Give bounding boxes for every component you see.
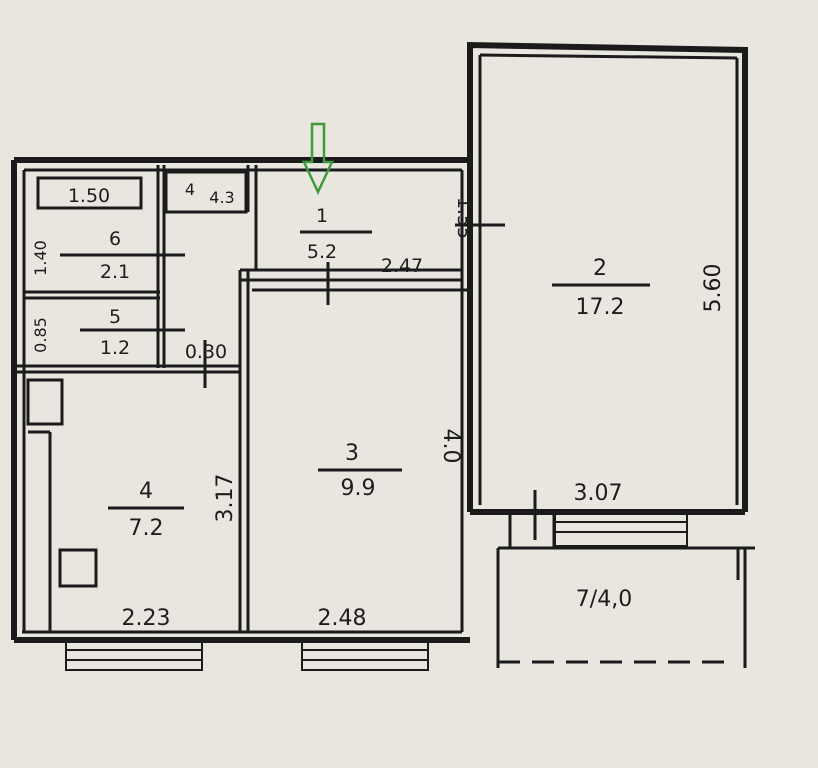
dim-hall-depth: 1.55 <box>453 197 475 239</box>
dim-room4-length: 3.17 <box>213 474 238 523</box>
room-3-number: 3 <box>345 441 359 466</box>
balcony <box>496 510 755 668</box>
room-1-area: 5.2 <box>307 241 337 263</box>
room-4-area: 7.2 <box>129 516 164 541</box>
dim-room3-length: 4.0 <box>438 429 463 464</box>
room-2-area: 17.2 <box>576 295 625 320</box>
down-arrow-icon <box>302 122 334 195</box>
room-1-number: 1 <box>316 205 328 227</box>
dim-room3-width: 2.48 <box>318 606 367 631</box>
inner-walls <box>22 53 739 634</box>
room4-details <box>26 378 98 632</box>
room-3-area: 9.9 <box>341 476 376 501</box>
dim-hall-width: 2.47 <box>381 255 423 277</box>
dim-bath-width: 1.50 <box>68 185 110 207</box>
room-5-number: 5 <box>109 306 121 328</box>
dim-wc-height-top: 1.40 <box>31 240 50 276</box>
dim-wc-height-bottom: 0.85 <box>31 317 50 353</box>
dim-passage: 0.30 <box>185 341 227 363</box>
dim-room4-width: 2.23 <box>122 606 171 631</box>
room-5-area: 1.2 <box>100 337 130 359</box>
dim-room2-length: 5.60 <box>701 264 726 313</box>
door-marks <box>60 223 650 540</box>
closet-number: 4 <box>185 180 195 199</box>
room-6-number: 6 <box>109 228 121 250</box>
bathroom-walls <box>14 165 240 374</box>
hall-walls <box>238 212 470 632</box>
closet-walls <box>164 165 258 214</box>
dim-room2-width: 3.07 <box>574 481 623 506</box>
room-2-number: 2 <box>593 256 607 281</box>
windows <box>65 511 688 671</box>
room-4-number: 4 <box>139 479 153 504</box>
room-6-area: 2.1 <box>100 261 130 283</box>
balcony-label: 7/4,0 <box>576 587 632 612</box>
closet-area: 4.3 <box>209 188 234 207</box>
